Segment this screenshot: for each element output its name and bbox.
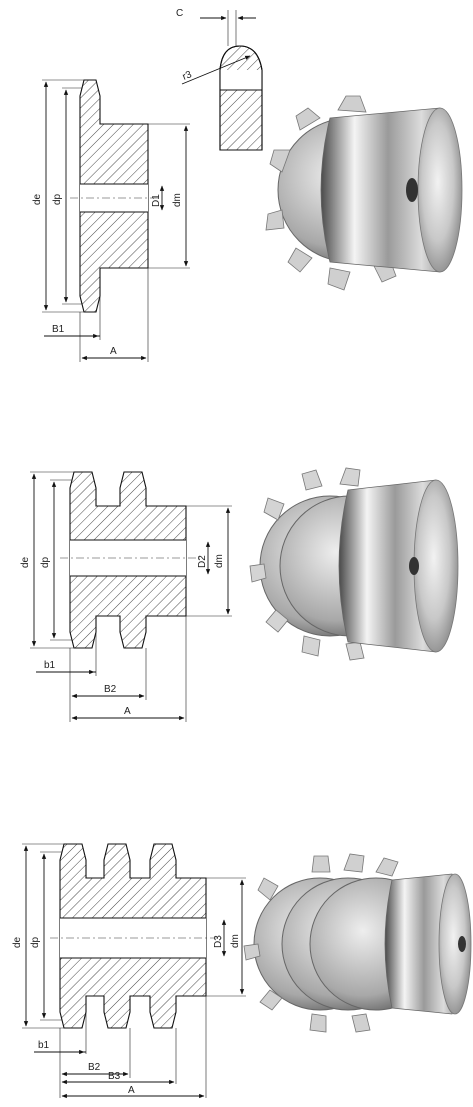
label-de-1: de (32, 193, 43, 205)
label-de-2: de (20, 556, 31, 568)
label-d1: D1 (151, 194, 162, 207)
label-b3-3: B3 (108, 1071, 121, 1082)
label-dm-1: dm (172, 193, 183, 207)
label-d3: D3 (213, 935, 224, 948)
label-dp-2: dp (40, 556, 51, 568)
label-b2-2: B2 (104, 684, 117, 695)
label-dp-3: dp (30, 936, 41, 948)
label-a-1: A (110, 346, 117, 357)
label-b1-upper: B1 (52, 324, 65, 335)
duplex-sprocket-photo (249, 467, 459, 661)
duplex-section-drawing (30, 471, 232, 722)
label-b1-lower-2: b1 (44, 660, 56, 671)
label-b2-3: B2 (88, 1062, 101, 1073)
label-a-2: A (124, 706, 131, 717)
label-dm-3: dm (230, 934, 241, 948)
triplex-sprocket-photo (243, 853, 472, 1033)
simplex-sprocket-photo (265, 95, 463, 291)
label-b1-lower-3: b1 (38, 1040, 50, 1051)
label-r3: r3 (181, 69, 194, 83)
label-a-3: A (128, 1085, 135, 1096)
label-de-3: de (12, 936, 23, 948)
tooth-profile-detail (181, 10, 263, 151)
label-dp-1: dp (52, 193, 63, 205)
label-d2: D2 (197, 555, 208, 568)
simplex-section-drawing (42, 79, 190, 362)
triplex-section-drawing (22, 843, 246, 1099)
label-c: C (176, 8, 183, 19)
label-dm-2: dm (214, 554, 225, 568)
